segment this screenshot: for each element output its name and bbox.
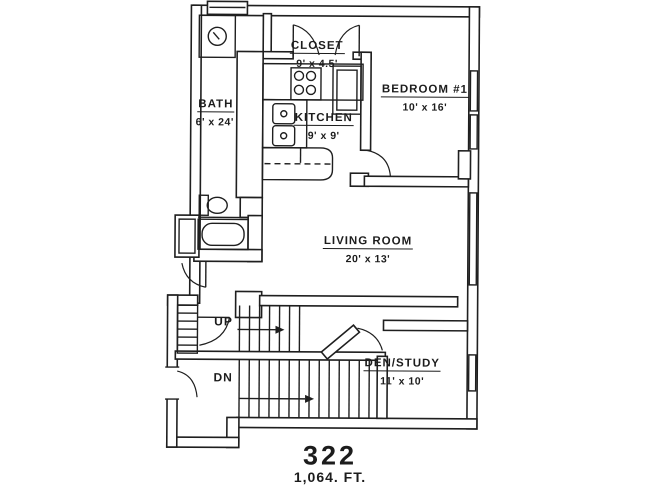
burner-3 [293,84,305,96]
den-angled-wall [320,324,361,361]
den-study-label: DEN/STUDY [363,357,442,372]
right-wall-step [457,150,472,180]
refrigerator [332,65,362,115]
dn-arrow-head [305,394,315,403]
living-stair-wall [258,294,459,308]
wall-bottom [236,416,478,430]
den-top-wall [382,319,469,332]
unit-number: 322 [302,440,358,471]
den-door-arc [357,327,383,351]
bathtub [197,218,249,251]
closet-bottom-wall-left [262,50,294,60]
water-heater-mark [212,31,220,40]
bedroom-door-arc [366,149,392,177]
burner-4 [305,84,317,96]
hall-closet [176,304,199,354]
chase-step [239,196,264,219]
bedroom-label: BEDROOM #1 [380,83,470,98]
stairs-up-label: UP [214,314,233,329]
windows [467,70,479,392]
burner-2 [305,70,317,82]
den-left-wall [376,355,389,420]
water-heater-closet [198,14,237,59]
stairs-up [237,305,301,352]
living-room-label: LIVING ROOM [322,234,414,250]
den-window [467,354,477,392]
kitchen-label: KITCHEN [293,111,354,127]
bedroom-window-1 [469,70,479,112]
toilet-tank [198,194,209,216]
doors [181,24,392,351]
bath-dims: 6' x 24' [195,116,234,129]
closet-label: CLOSET [289,39,345,55]
kitchen-dims: 9' x 9' [307,129,340,143]
entry-opening [165,367,180,400]
burner-1 [293,70,305,82]
sink-bowl-2 [271,124,296,147]
stair-divider-wall [174,350,387,362]
exterior-door-arc [177,370,198,398]
under-tub-wall [193,248,263,263]
bath-vanity-inner [178,218,196,254]
bedroom-dims: 10' x 16' [402,101,448,114]
water-heater-icon [207,26,227,47]
exterior-entry [165,366,198,400]
hall-door-arc [199,317,231,346]
up-arrow-head [275,325,285,334]
bath-label: BATH [197,98,235,113]
toilet-bowl [206,196,228,215]
closet-dims: 9' x 4.5' [296,57,338,71]
bedroom-window-2 [469,114,478,150]
area-label: 1,064. FT. [293,469,367,485]
closet-door-right-arc [334,24,360,56]
living-room-dims: 20' x 13' [345,253,391,266]
bath-door-arc [181,263,206,288]
bedroom-left-wall [359,51,372,152]
bath-fixtures [174,14,249,259]
stairs-down [238,359,370,419]
sink-drain-2 [279,132,288,140]
bath-vanity [174,214,200,259]
kitchen-peninsula [261,146,334,181]
kitchen-fixtures [261,62,364,181]
bath-kitchen-wall [235,50,264,199]
den-study-dims: 11' x 10' [380,375,425,388]
interior-walls [174,12,472,420]
bathtub-inner [201,222,245,247]
living-bedroom-wall [363,175,470,188]
sink-bowl-1 [272,102,296,125]
refrigerator-inner [336,69,358,111]
stairs-down-label: DN [213,370,233,385]
living-room-window [468,192,478,286]
closet-door-left-arc [293,24,320,56]
sink-drain-1 [280,110,288,118]
